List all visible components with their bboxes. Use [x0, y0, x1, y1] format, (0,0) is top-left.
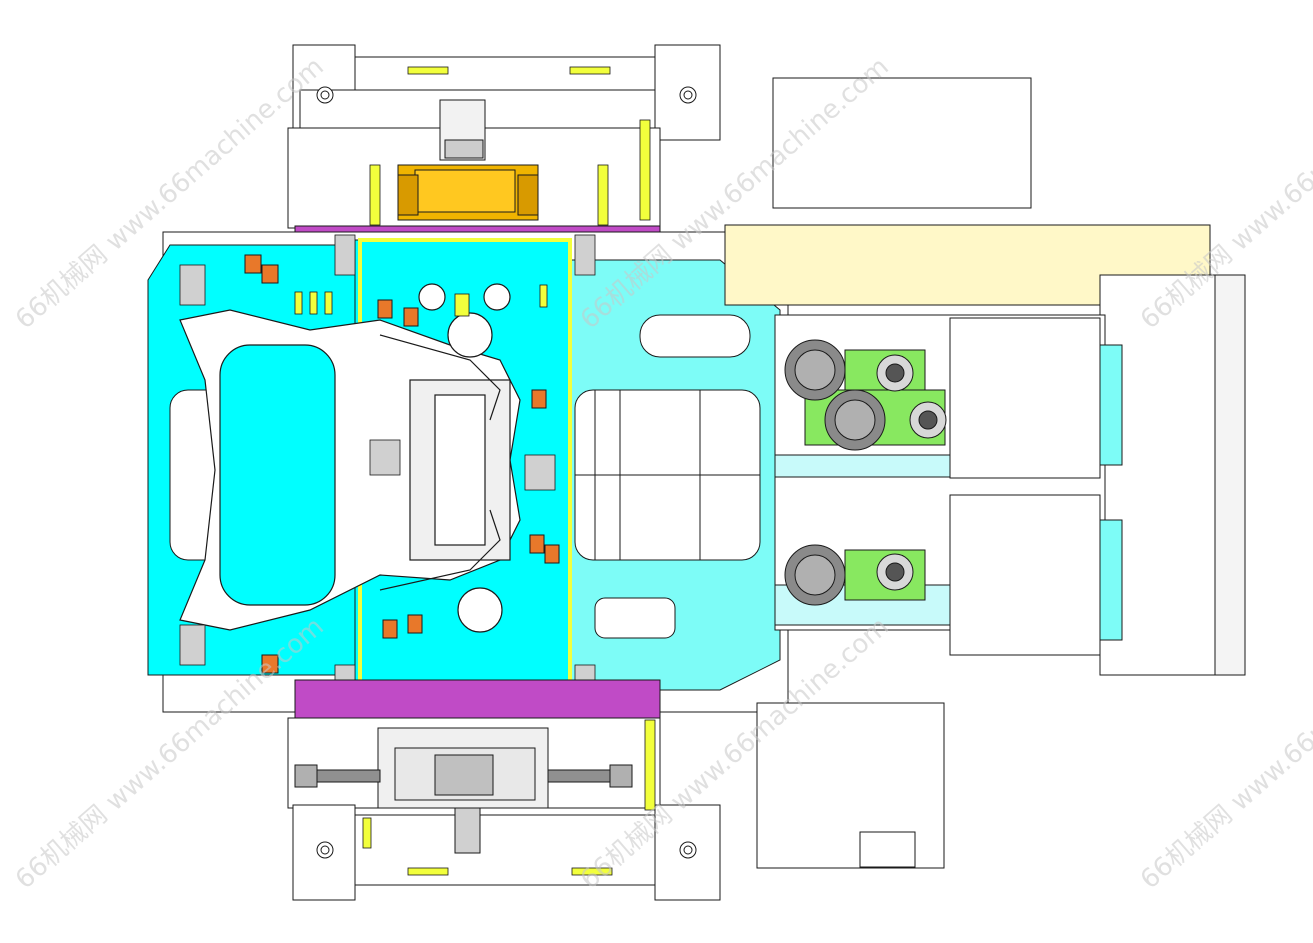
bottom-cylinder-assembly — [294, 727, 633, 854]
bottom-magenta-bar — [294, 679, 661, 719]
annotation-box-bottom — [756, 702, 945, 869]
right-plate-cutouts — [594, 314, 751, 639]
right-stacked-panels — [949, 317, 1123, 656]
gold-cylinder-top — [397, 164, 539, 221]
subframe-part — [179, 283, 521, 633]
servo-motors — [784, 339, 947, 606]
yellow-sensors — [294, 284, 548, 317]
bottom-yellow-strips — [362, 719, 656, 876]
top-yellow-strips — [369, 66, 651, 226]
orange-clamps — [244, 254, 560, 674]
right-window — [574, 389, 761, 561]
annotation-box-top — [772, 77, 1032, 209]
